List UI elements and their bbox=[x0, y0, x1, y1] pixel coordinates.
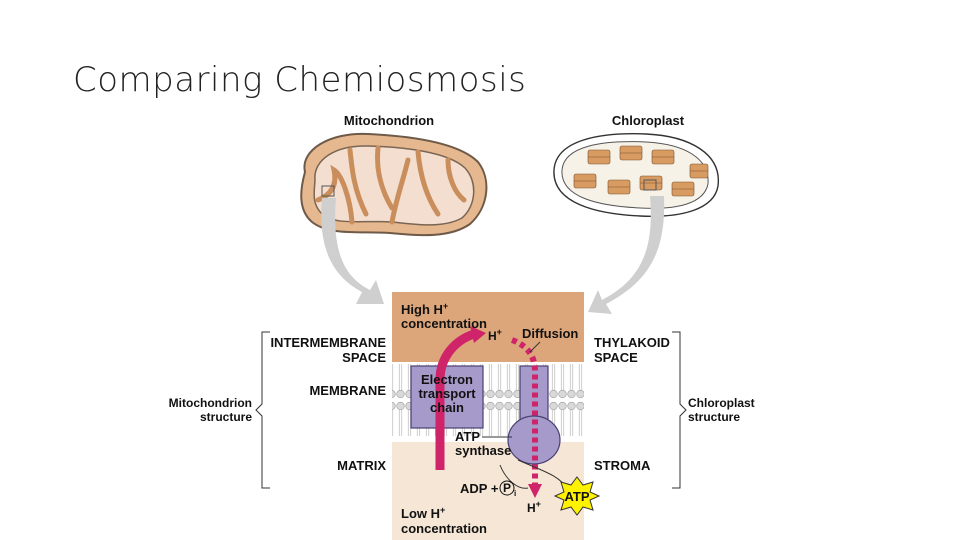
membrane-detail: ATP High H+ concentration H+ Diffusion E… bbox=[392, 292, 601, 540]
thylakoid-label-1: THYLAKOID bbox=[594, 335, 670, 350]
diffusion-label: Diffusion bbox=[522, 326, 578, 341]
mitochondrion-structure-1: Mitochondrion bbox=[169, 396, 252, 410]
mitochondrion-heading: Mitochondrion bbox=[344, 113, 434, 128]
low-h-concentration: concentration bbox=[401, 521, 487, 536]
etc-label-3: chain bbox=[430, 400, 464, 415]
adp-pi-label: ADP + bbox=[460, 481, 499, 496]
high-h-label: High H+ bbox=[401, 301, 448, 317]
etc-label-2: transport bbox=[418, 386, 476, 401]
slide-title: Comparing Chemiosmosis bbox=[73, 60, 527, 100]
h-top-label: H+ bbox=[488, 327, 502, 343]
thylakoid-label-2: SPACE bbox=[594, 350, 638, 365]
zoom-arrows bbox=[321, 196, 665, 314]
pi-subscript: i bbox=[514, 489, 516, 498]
intermembrane-label-2: SPACE bbox=[342, 350, 386, 365]
chloroplast-illustration: Chloroplast bbox=[553, 113, 719, 217]
intermembrane-label-1: INTERMEMBRANE bbox=[270, 335, 386, 350]
h-bottom-label: H+ bbox=[527, 499, 541, 515]
atp-label: ATP bbox=[564, 489, 589, 504]
mitochondrion-structure-2: structure bbox=[200, 410, 252, 424]
matrix-label: MATRIX bbox=[337, 458, 386, 473]
low-h-label: Low H+ bbox=[401, 505, 445, 521]
stroma-label: STROMA bbox=[594, 458, 651, 473]
chloroplast-labels: THYLAKOID SPACE STROMA Chloroplast struc… bbox=[594, 331, 755, 489]
atp-burst bbox=[553, 476, 601, 516]
chloroplast-structure-1: Chloroplast bbox=[688, 396, 755, 410]
high-h-concentration: concentration bbox=[401, 316, 487, 331]
atp-synthase-label-1: ATP bbox=[455, 429, 480, 444]
mitochondrion-illustration: Mitochondrion bbox=[300, 113, 488, 237]
chloroplast-structure-2: structure bbox=[688, 410, 740, 424]
etc-label-1: Electron bbox=[421, 372, 473, 387]
atp-synthase-label-2: synthase bbox=[455, 443, 511, 458]
pi-label: P bbox=[503, 481, 511, 495]
mitochondrion-labels: INTERMEMBRANE SPACE MEMBRANE MATRIX Mito… bbox=[169, 331, 386, 489]
chloroplast-heading: Chloroplast bbox=[612, 113, 685, 128]
membrane-label: MEMBRANE bbox=[309, 383, 386, 398]
